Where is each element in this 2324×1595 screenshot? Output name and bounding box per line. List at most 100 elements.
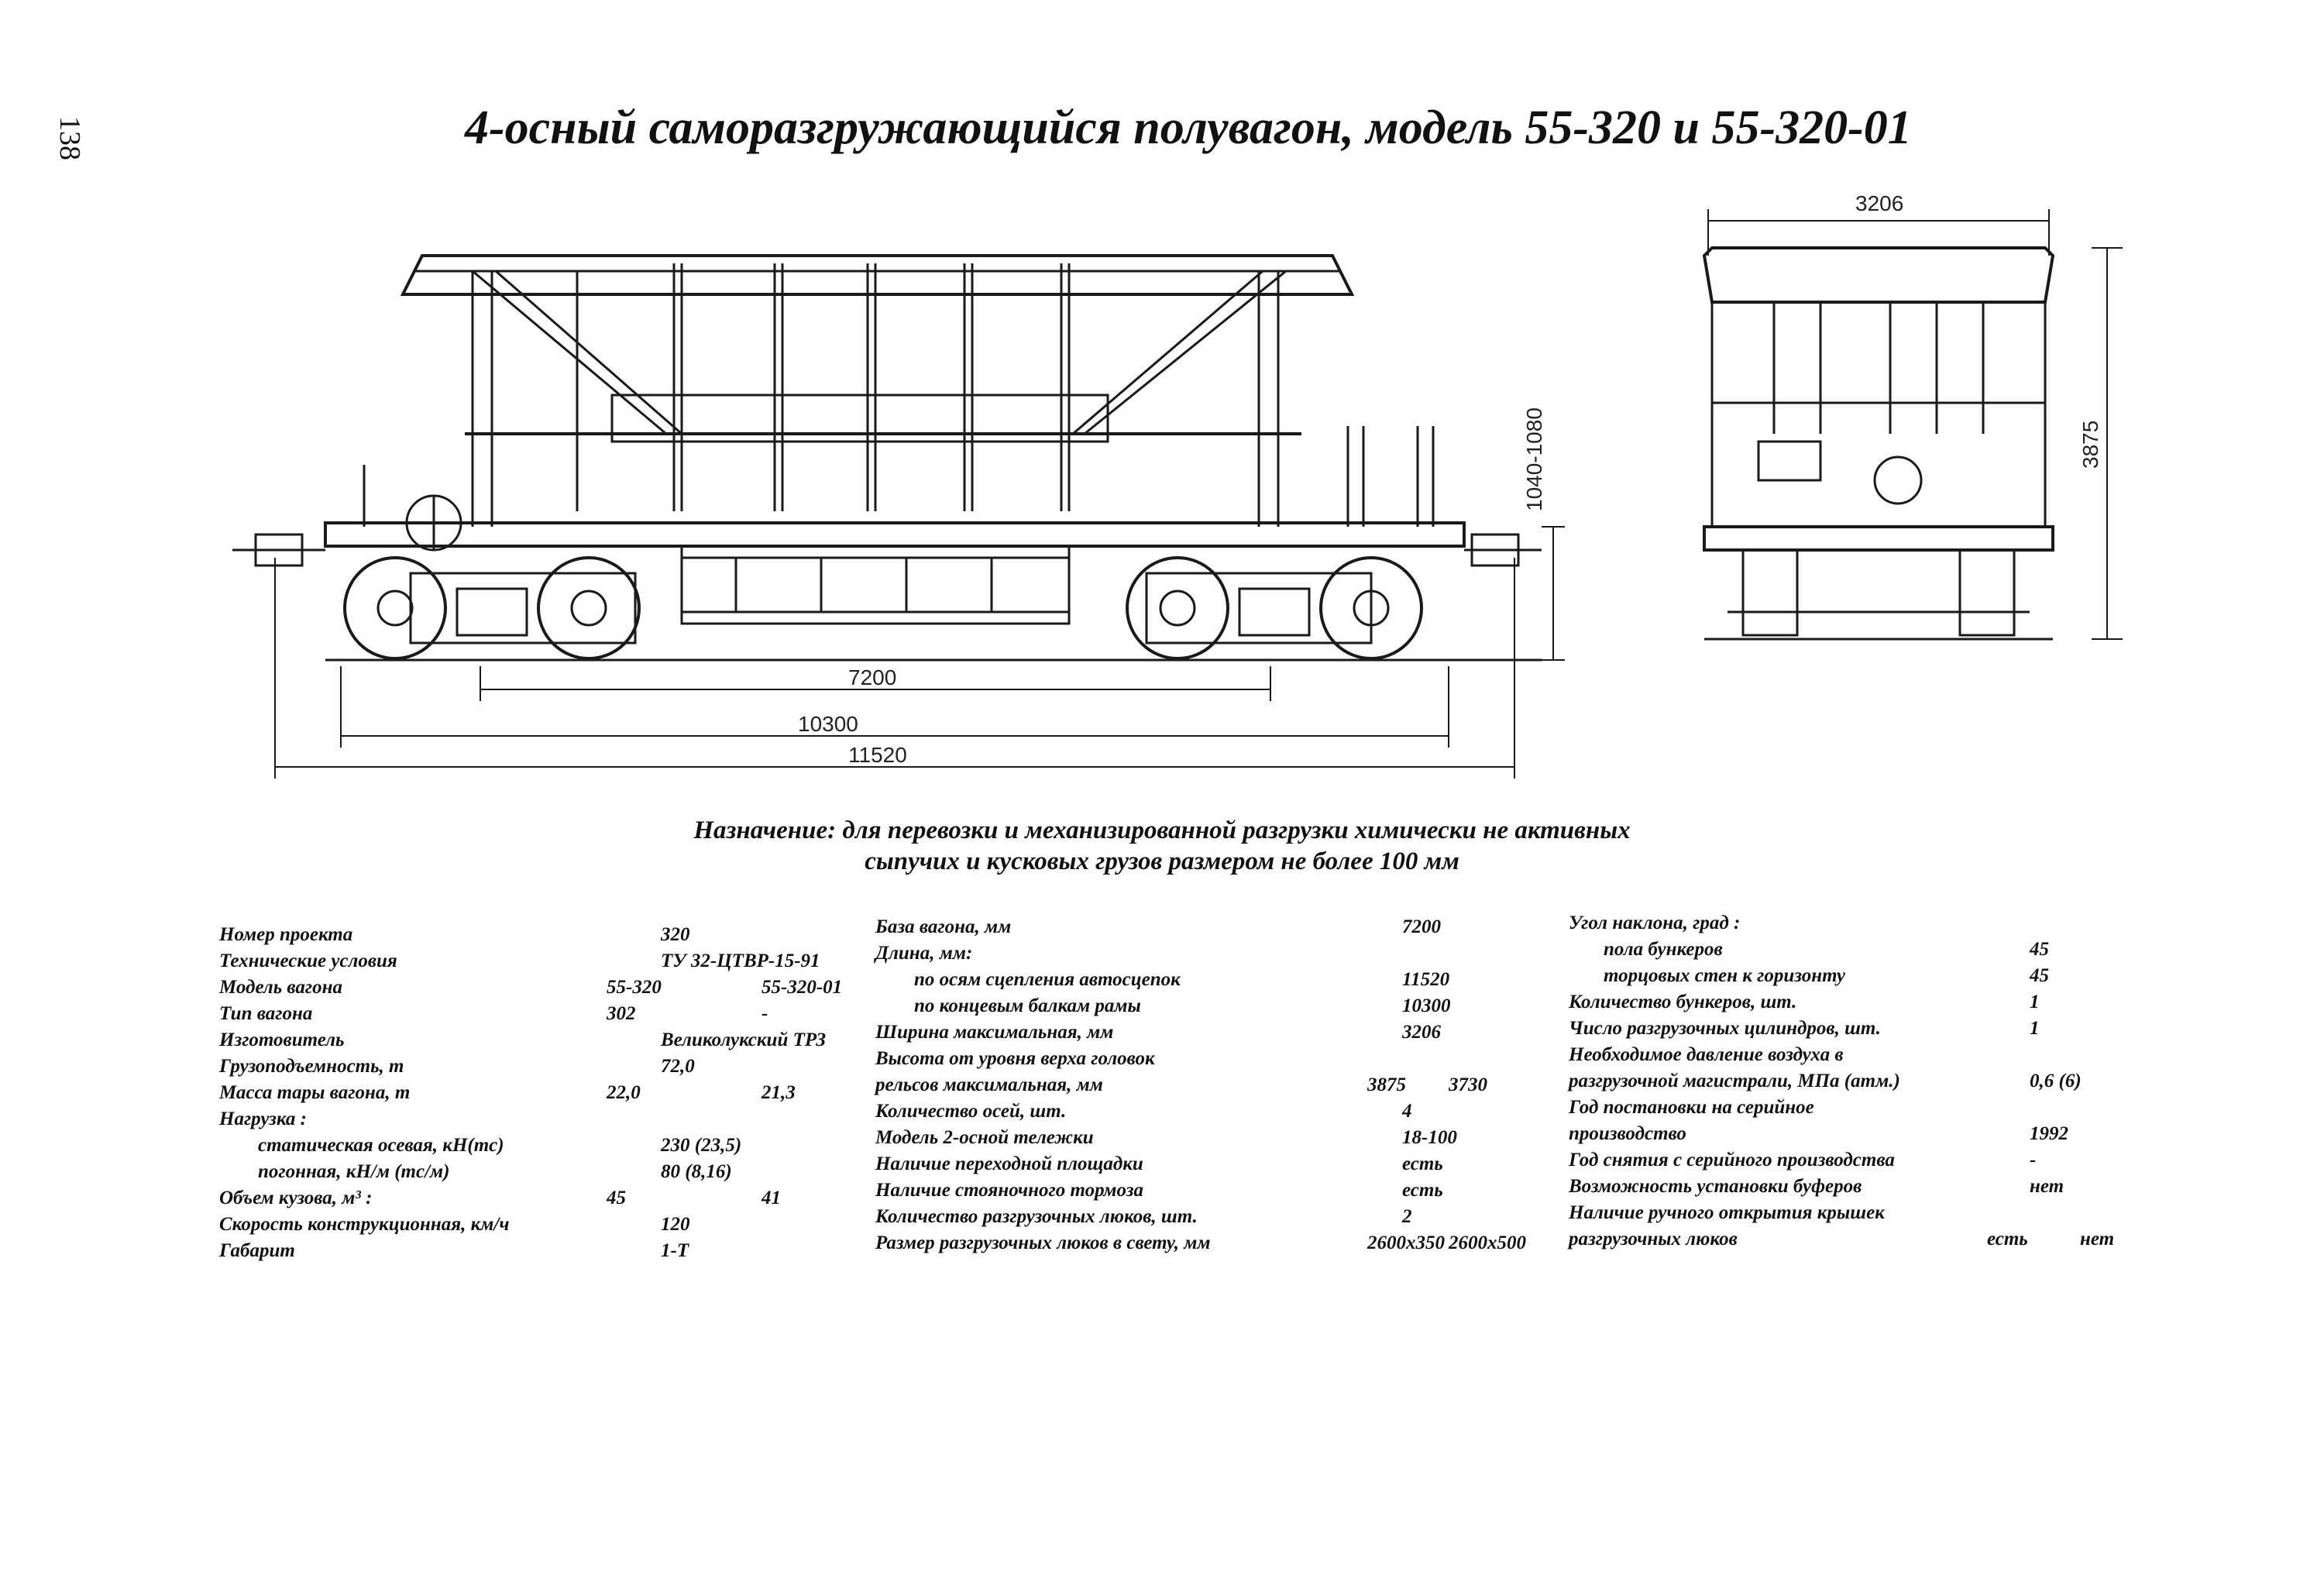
spec-label: Наличие ручного открытия крышек	[1569, 1202, 1885, 1223]
wagon-drawing: 7200 10300 11520 1040-1080 3206 3875	[232, 191, 2123, 779]
spec-value-alt: 21,3	[761, 1082, 796, 1103]
spec-value: 45	[2030, 965, 2049, 986]
spec-row: Год снятия с серийного производства -	[1569, 1150, 2173, 1176]
spec-label: разгрузочных люков	[1569, 1229, 1738, 1250]
purpose-statement: Назначение: для перевозки и механизирова…	[589, 815, 1735, 877]
spec-label: погонная, кН/м (тс/м)	[258, 1161, 450, 1182]
spec-row: Количество разгрузочных люков, шт.2	[875, 1206, 1557, 1232]
spec-label: Масса тары вагона, т	[219, 1082, 411, 1103]
spec-label: Наличие стояночного тормоза	[875, 1180, 1143, 1201]
spec-row: Размер разгрузочных люков в свету, мм 260…	[875, 1232, 1557, 1259]
spec-row: Количество бункеров, шт.1	[1569, 992, 2173, 1018]
spec-label: Число разгрузочных цилиндров, шт.	[1569, 1018, 1881, 1039]
spec-label: по концевым балкам рамы	[914, 995, 1141, 1016]
spec-row: Габарит 1-Т	[219, 1240, 854, 1267]
spec-value: есть	[1402, 1153, 1443, 1174]
spec-value: 230 (23,5)	[661, 1135, 742, 1156]
spec-label: Объем кузова, м³ :	[219, 1188, 373, 1208]
spec-label: Номер проекта	[219, 924, 353, 945]
spec-label: Высота от уровня верха головок	[875, 1048, 1155, 1069]
spec-value: 10300	[1402, 995, 1451, 1016]
spec-label: Габарит	[219, 1240, 295, 1261]
spec-label: Угол наклона, град :	[1569, 913, 1741, 933]
spec-value: 11520	[1402, 969, 1450, 990]
spec-value: 18-100	[1402, 1127, 1457, 1148]
spec-row: по осям сцепления автосцепок 11520	[875, 969, 1557, 995]
dim-height-end: 3875	[2078, 421, 2102, 469]
spec-value: есть	[1987, 1229, 2028, 1250]
spec-label: Размер разгрузочных люков в свету, мм	[875, 1232, 1211, 1253]
spec-row: Необходимое давление воздуха в	[1569, 1044, 2173, 1071]
spec-row: Год постановки на серийное	[1569, 1097, 2173, 1123]
spec-value: 72,0	[661, 1056, 695, 1077]
spec-row: Высота от уровня верха головок	[875, 1048, 1557, 1074]
spec-label: торцовых стен к горизонту	[1604, 965, 1845, 986]
spec-value-alt: -	[761, 1003, 768, 1024]
spec-label: Скорость конструкционная, км/ч	[219, 1214, 510, 1235]
spec-label: Модель вагона	[219, 977, 343, 998]
spec-row: по концевым балкам рамы 10300	[875, 995, 1557, 1022]
spec-row: Грузоподъемность, т 72,0	[219, 1056, 854, 1082]
spec-row: Наличие ручного открытия крышек	[1569, 1202, 2173, 1229]
spec-label: пола бункеров	[1604, 939, 1723, 960]
spec-value-alt: 55-320-01	[761, 977, 843, 998]
spec-row: погонная, кН/м (тс/м) 80 (8,16)	[219, 1161, 854, 1188]
spec-value: ТУ 32-ЦТВР-15-91	[661, 950, 820, 971]
spec-row: Тип вагона 302 -	[219, 1003, 854, 1030]
dim-width-end: 3206	[1855, 191, 1903, 215]
spec-label: Длина, мм:	[875, 943, 973, 964]
spec-value: 7200	[1402, 916, 1441, 937]
spec-row: Объем кузова, м³ : 45 41	[219, 1188, 854, 1214]
spec-label: Тип вагона	[219, 1003, 313, 1024]
spec-label: Количество бункеров, шт.	[1569, 992, 1797, 1012]
spec-value: 55-320	[607, 977, 662, 998]
spec-value: нет	[2030, 1176, 2064, 1197]
spec-label: Год снятия с серийного производства	[1569, 1150, 1895, 1170]
spec-label: Необходимое давление воздуха в	[1569, 1044, 1844, 1065]
spec-row: Количество осей, шт. 4	[875, 1101, 1557, 1127]
dim-coupler-length: 11520	[848, 743, 907, 767]
spec-value: 302	[607, 1003, 636, 1024]
spec-value-alt: 2600x500	[1449, 1232, 1526, 1253]
spec-row: Нагрузка :	[219, 1109, 854, 1135]
spec-value: 3875	[1367, 1074, 1406, 1095]
spec-row: Угол наклона, град :	[1569, 913, 2173, 939]
spec-row: статическая осевая, кН(тс) 230 (23,5)	[219, 1135, 854, 1161]
page-title: 4-осный саморазгружающийся полувагон, мо…	[465, 101, 1912, 154]
spec-value: 4	[1402, 1101, 1412, 1122]
spec-label: производство	[1569, 1123, 1686, 1144]
spec-row: торцовых стен к горизонту 45	[1569, 965, 2173, 992]
spec-value-alt: 3730	[1449, 1074, 1487, 1095]
spec-row: рельсов максимальная, мм 3875 3730	[875, 1074, 1557, 1101]
spec-label: статическая осевая, кН(тс)	[258, 1135, 504, 1156]
spec-value: 22,0	[607, 1082, 641, 1103]
spec-value: 2	[1402, 1206, 1412, 1227]
spec-value: 1	[2030, 1018, 2040, 1039]
spec-label: рельсов максимальная, мм	[875, 1074, 1103, 1095]
spec-row: Длина, мм:	[875, 943, 1557, 969]
spec-value: -	[2030, 1150, 2037, 1170]
spec-value-alt: 41	[761, 1188, 781, 1208]
spec-value: 45	[607, 1188, 626, 1208]
spec-value: 120	[661, 1214, 690, 1235]
spec-label: Грузоподъемность, т	[219, 1056, 404, 1077]
spec-row: разгрузочной магистрали, МПа (атм.)0,6 (…	[1569, 1071, 2173, 1097]
dim-base: 7200	[848, 665, 896, 689]
spec-label: Количество осей, шт.	[875, 1101, 1067, 1122]
spec-value: 1-Т	[661, 1240, 689, 1261]
spec-label: по осям сцепления автосцепок	[914, 969, 1181, 990]
spec-value: 80 (8,16)	[661, 1161, 732, 1182]
